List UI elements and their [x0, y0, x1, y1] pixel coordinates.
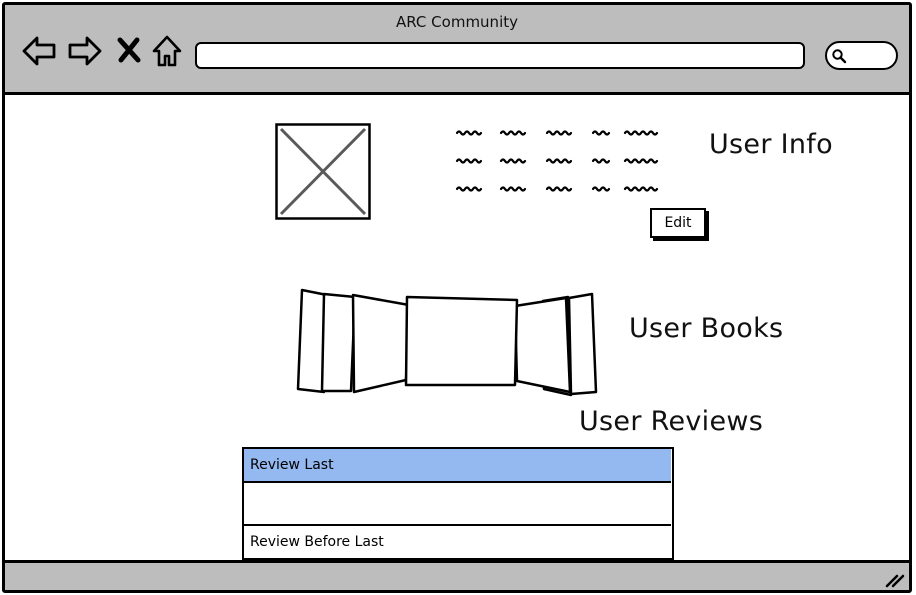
- book-cover-right-1: [513, 296, 572, 394]
- browser-toolbar: ARC Community: [5, 5, 909, 95]
- arrow-right-icon: [68, 36, 102, 66]
- book-cover-left-2: [320, 292, 357, 393]
- book-cover-center: [404, 295, 519, 387]
- search-input[interactable]: [825, 41, 898, 70]
- review-list-item[interactable]: Review Before Last: [250, 533, 384, 550]
- search-icon: [832, 49, 847, 64]
- home-icon: [152, 35, 182, 67]
- forward-button[interactable]: [67, 33, 103, 69]
- back-button[interactable]: [21, 33, 57, 69]
- stop-button[interactable]: [115, 33, 143, 69]
- book-cover-left-1: [351, 293, 411, 394]
- user-reviews-heading: User Reviews: [579, 406, 764, 437]
- book-cover-right-3: [567, 292, 598, 396]
- user-reviews-list: Review Last Review Before Last: [242, 447, 674, 560]
- edit-button[interactable]: Edit: [650, 208, 706, 238]
- review-list-item[interactable]: Review Last: [244, 449, 671, 483]
- image-placeholder-icon: [275, 123, 371, 220]
- home-button[interactable]: [149, 33, 185, 69]
- url-input[interactable]: [195, 42, 805, 69]
- user-books-cover-flow[interactable]: [293, 288, 623, 398]
- page-content: User Info Edit User Books User Reviews R…: [5, 95, 909, 560]
- review-list-item[interactable]: [244, 483, 671, 526]
- resize-grip-icon[interactable]: [883, 568, 905, 588]
- user-info-text-placeholder: [453, 123, 665, 193]
- window-title: ARC Community: [396, 13, 518, 31]
- user-info-heading: User Info: [709, 129, 833, 160]
- close-icon: [117, 37, 141, 63]
- arrow-left-icon: [22, 36, 56, 66]
- status-bar: [5, 560, 909, 590]
- user-books-heading: User Books: [629, 313, 784, 344]
- user-avatar: [275, 123, 371, 220]
